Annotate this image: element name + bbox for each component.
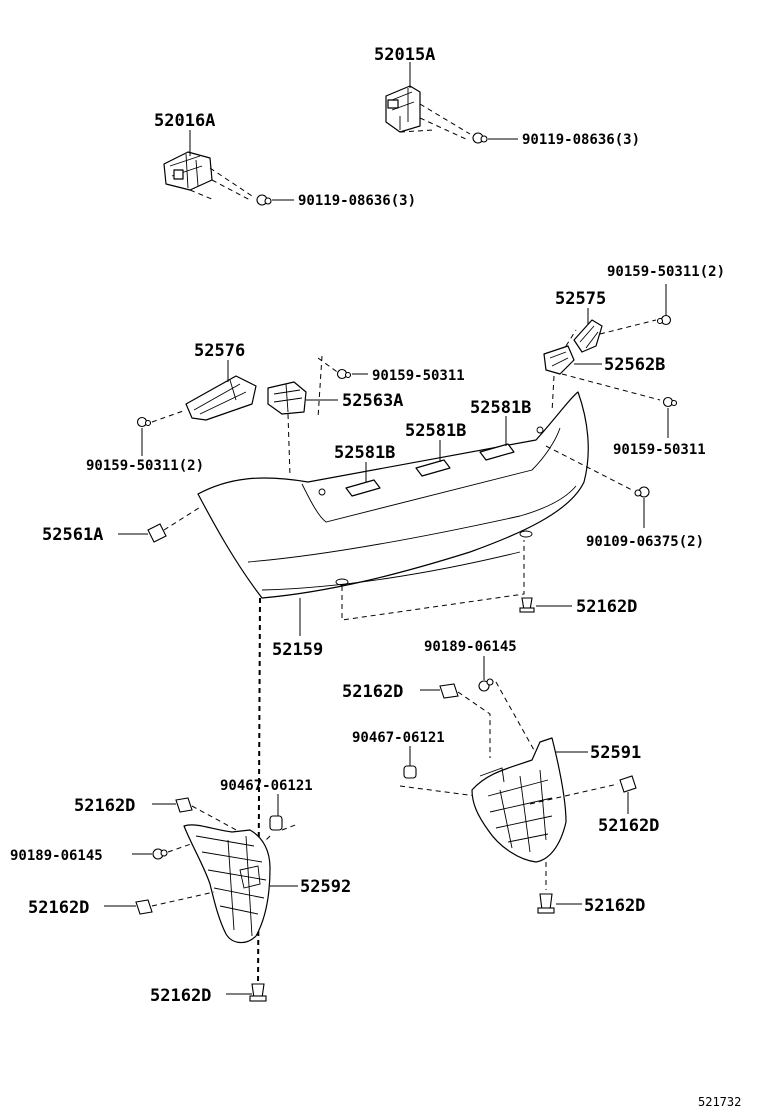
nut-90467-a[interactable] <box>403 765 417 779</box>
dash-52162d-f <box>151 891 215 907</box>
bracket-52575[interactable] <box>573 319 603 353</box>
label-52016a: 52016A <box>154 111 215 131</box>
clip-52162d-c[interactable] <box>619 775 637 793</box>
bracket-52015a[interactable] <box>385 85 421 133</box>
label-52162d-e: 52162D <box>74 796 135 816</box>
bolt-90159-a[interactable] <box>336 368 352 380</box>
bolt-90159-b[interactable] <box>662 396 678 408</box>
clip-52162d-a[interactable] <box>519 597 535 613</box>
nut-90467-b[interactable] <box>269 815 283 831</box>
dash-52159 <box>341 540 525 621</box>
clip-52561a[interactable] <box>147 523 167 543</box>
label-90119-08636-b: 90119-08636(3) <box>298 193 416 209</box>
dash-52015a <box>399 103 471 141</box>
dash-90109 <box>545 445 633 491</box>
dash-52562b <box>551 329 661 413</box>
bracket-52016a[interactable] <box>163 151 213 191</box>
dash-52563a <box>287 355 341 477</box>
label-90467-06121-a: 90467-06121 <box>352 730 445 746</box>
dash-52575 <box>599 319 657 335</box>
pad-52581b-a[interactable] <box>345 479 381 497</box>
mudguard-52591[interactable] <box>471 737 567 863</box>
dash-52591-right <box>529 783 619 805</box>
bolt-90119-a[interactable] <box>472 132 488 144</box>
bolt-90189-b[interactable] <box>152 848 168 860</box>
label-90189-06145-a: 90189-06145 <box>424 639 517 655</box>
label-52561a: 52561A <box>42 525 103 545</box>
label-90159-50311-a: 90159-50311 <box>372 368 465 384</box>
dash-52561a <box>163 505 203 531</box>
label-90159-50311-b: 90159-50311 <box>613 442 706 458</box>
label-52591: 52591 <box>590 743 641 763</box>
label-52581b-b: 52581B <box>405 421 466 441</box>
label-52563a: 52563A <box>342 391 403 411</box>
label-52562b: 52562B <box>604 355 665 375</box>
figure-code: 521732 <box>698 1095 741 1109</box>
label-90159-50311-2b: 90159-50311(2) <box>86 458 204 474</box>
label-52162d-c: 52162D <box>598 816 659 836</box>
dash-52591-top <box>457 681 535 758</box>
bolt-90109[interactable] <box>634 486 650 498</box>
label-52162d-g: 52162D <box>150 986 211 1006</box>
label-52581b-c: 52581B <box>470 398 531 418</box>
label-52575: 52575 <box>555 289 606 309</box>
bracket-52563a[interactable] <box>267 381 307 415</box>
label-52162d-f: 52162D <box>28 898 89 918</box>
label-52162d-a: 52162D <box>576 597 637 617</box>
bolt-90159-2a[interactable] <box>656 314 672 326</box>
pad-52581b-c[interactable] <box>479 443 515 461</box>
bolt-90159-2b[interactable] <box>136 416 152 428</box>
bracket-52576[interactable] <box>185 375 257 421</box>
bracket-52562b[interactable] <box>543 345 575 375</box>
dash-90159-2b <box>151 409 187 423</box>
label-52592: 52592 <box>300 877 351 897</box>
dash-52016a <box>189 167 253 201</box>
label-52015a: 52015A <box>374 45 435 65</box>
label-90159-50311-2a: 90159-50311(2) <box>607 264 725 280</box>
label-90189-06145-b: 90189-06145 <box>10 848 103 864</box>
clip-52162d-d[interactable] <box>537 893 555 914</box>
bolt-90119-b[interactable] <box>256 194 272 206</box>
label-52162d-b: 52162D <box>342 682 403 702</box>
bumper-cover-52159[interactable] <box>197 391 589 599</box>
label-90467-06121-b: 90467-06121 <box>220 778 313 794</box>
label-52162d-d: 52162D <box>584 896 645 916</box>
label-52581b-a: 52581B <box>334 443 395 463</box>
label-52576: 52576 <box>194 341 245 361</box>
label-90109-06375: 90109-06375(2) <box>586 534 704 550</box>
clip-52162d-f[interactable] <box>135 899 153 915</box>
clip-52162d-e[interactable] <box>175 797 193 813</box>
dash-90467-a <box>399 785 477 797</box>
pad-52581b-b[interactable] <box>415 459 451 477</box>
clip-52162d-b[interactable] <box>439 683 459 699</box>
label-90119-08636-a: 90119-08636(3) <box>522 132 640 148</box>
bolt-90189-a[interactable] <box>478 678 494 692</box>
dash-52162d-e <box>191 805 241 833</box>
label-52159: 52159 <box>272 640 323 660</box>
mudguard-52592[interactable] <box>183 824 271 944</box>
clip-52162d-g[interactable] <box>249 983 267 1002</box>
